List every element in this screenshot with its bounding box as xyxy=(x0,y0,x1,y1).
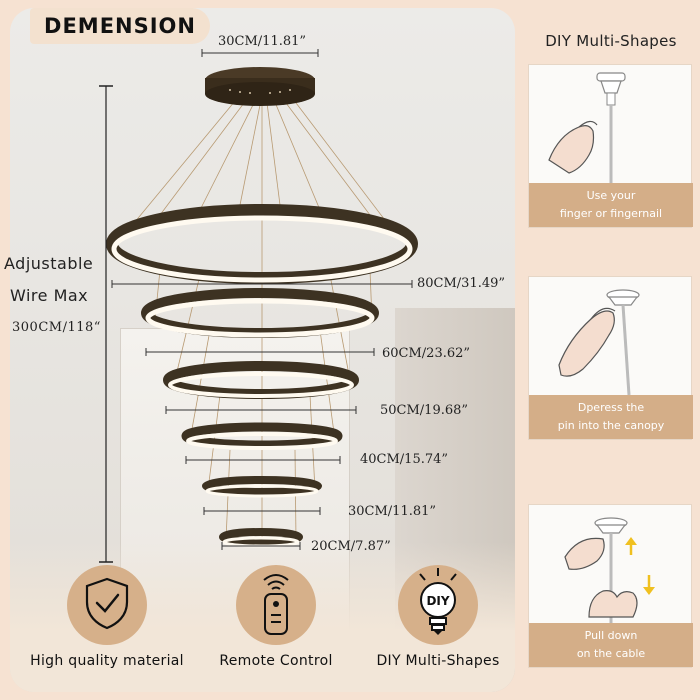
step-card-1: Use your finger or fingernail xyxy=(528,64,693,228)
dim-label-ring-40: 40CM/15.74” xyxy=(360,452,449,467)
step-2-caption-line-2: pin into the canopy xyxy=(557,419,665,432)
ring-80 xyxy=(106,204,418,284)
ring-50 xyxy=(163,361,359,399)
step-1-caption-line-1: Use your xyxy=(586,189,636,202)
page-title: DEMENSION xyxy=(30,8,210,44)
feature-remote-badge xyxy=(236,565,316,645)
dim-label-ring-20: 20CM/7.87” xyxy=(311,539,391,554)
feature-quality: High quality material xyxy=(22,565,192,669)
step-card-3: Pull down on the cable xyxy=(528,504,693,668)
step-2-illustration xyxy=(529,277,693,396)
dim-label-canopy: 30CM/11.81” xyxy=(218,34,307,49)
canopy-dots xyxy=(229,89,291,94)
diy-badge-text: DIY xyxy=(426,594,450,608)
right-panel: DIY Multi-Shapes Use your finger or fing… xyxy=(522,0,700,700)
ring-60 xyxy=(141,288,379,338)
dimension-lines xyxy=(111,49,413,550)
right-panel-title: DIY Multi-Shapes xyxy=(545,32,677,50)
dim-label-ring-80: 80CM/31.49” xyxy=(417,276,506,291)
shield-check-icon xyxy=(82,576,132,634)
dim-label-ring-60: 60CM/23.62” xyxy=(382,346,471,361)
step-1-illustration xyxy=(529,65,693,183)
adjustable-wire-label: Adjustable Wire Max 300CM/118“ xyxy=(4,248,114,344)
feature-diy: DIY DIY Multi-Shapes xyxy=(353,565,523,669)
feature-remote: Remote Control xyxy=(191,565,361,669)
step-1-caption-line-2: finger or fingernail xyxy=(559,207,663,220)
step-3-caption: Pull down on the cable xyxy=(529,623,693,667)
feature-diy-badge: DIY xyxy=(398,565,478,645)
step-2-caption-line-1: Dperess the xyxy=(577,401,645,414)
remote-control-icon xyxy=(251,568,301,642)
diy-bulb-icon xyxy=(408,568,468,642)
step-3-caption-line-2: on the cable xyxy=(576,647,646,660)
arrow-down-icon xyxy=(643,575,655,595)
main-panel: DEMENSION 30CM/11.81” 80CM/31.49” 60CM/2… xyxy=(4,8,523,692)
dim-label-ring-30: 30CM/11.81” xyxy=(348,504,437,519)
adjustable-line-2: Wire Max xyxy=(10,286,89,305)
step-3-caption-line-1: Pull down xyxy=(584,629,638,642)
chandelier-diagram xyxy=(99,49,418,563)
ring-20 xyxy=(219,528,303,548)
ring-40 xyxy=(181,422,343,450)
adjustable-line-1: Adjustable xyxy=(4,254,94,273)
ring-30 xyxy=(202,476,322,498)
step-3-illustration xyxy=(529,505,693,623)
step-2-caption: Dperess the pin into the canopy xyxy=(529,395,693,439)
step-1-caption: Use your finger or fingernail xyxy=(529,183,693,227)
wire-max-line xyxy=(99,85,113,563)
dim-label-ring-50: 50CM/19.68” xyxy=(380,403,469,418)
feature-quality-badge xyxy=(67,565,147,645)
arrow-up-icon xyxy=(625,537,637,555)
feature-quality-label: High quality material xyxy=(30,653,184,669)
feature-diy-label: DIY Multi-Shapes xyxy=(376,653,500,669)
step-card-2: Dperess the pin into the canopy xyxy=(528,276,693,440)
adjustable-line-3: 300CM/118“ xyxy=(12,320,101,335)
feature-remote-label: Remote Control xyxy=(219,653,333,669)
